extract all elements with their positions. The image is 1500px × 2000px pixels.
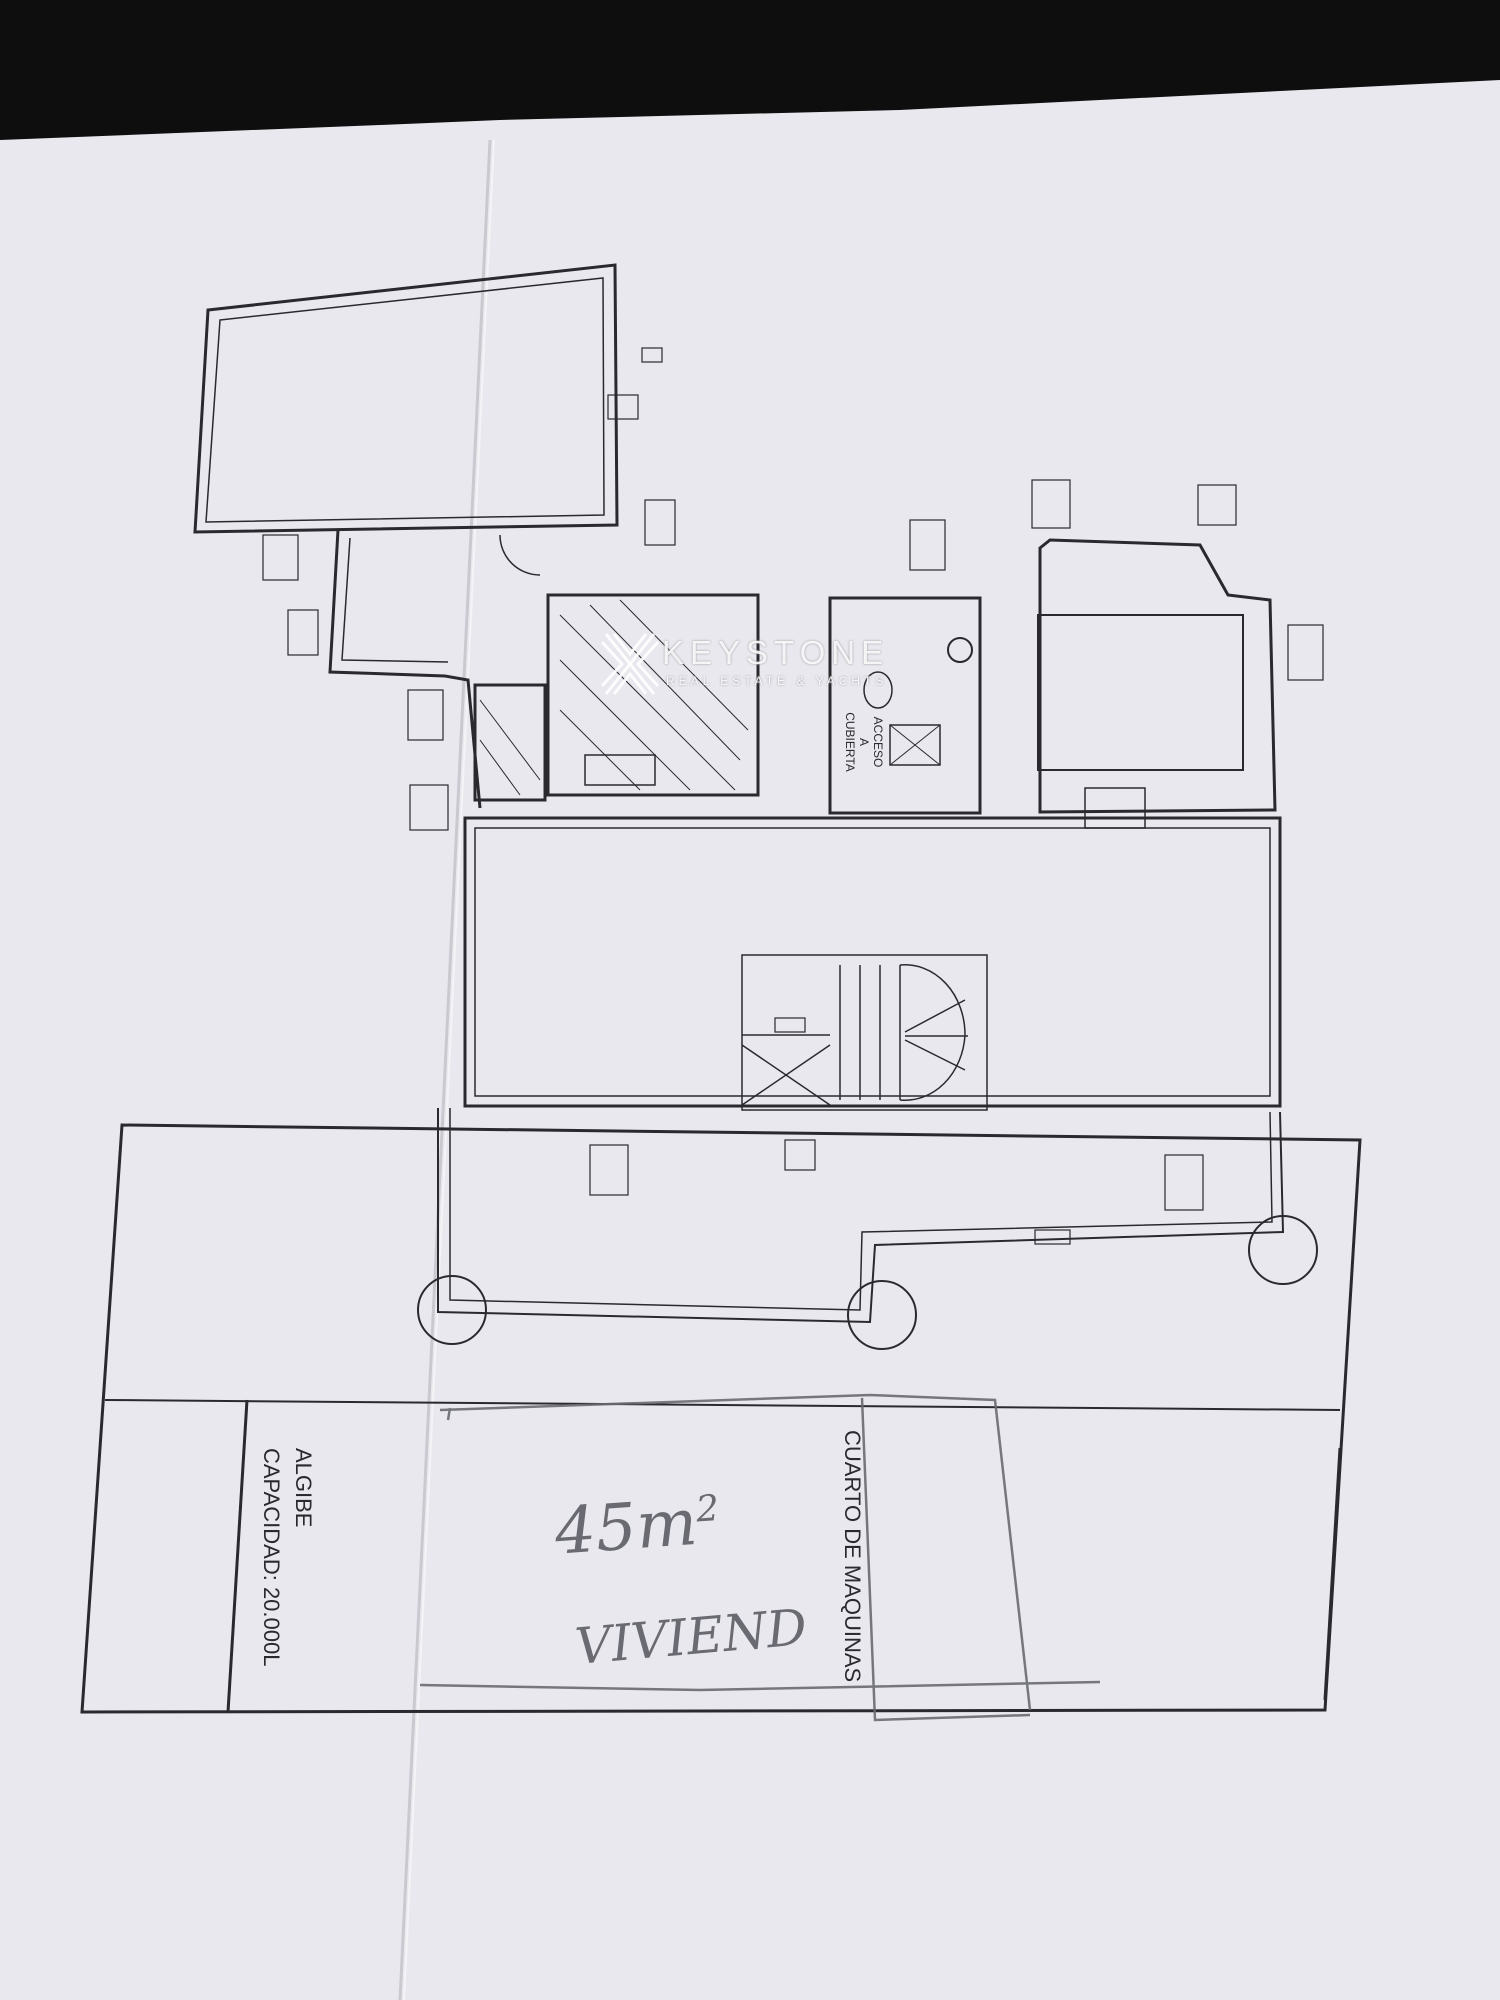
staircase xyxy=(741,954,988,1111)
paper-sheet xyxy=(0,80,1500,2000)
terrace xyxy=(80,1123,1362,1714)
column-1 xyxy=(417,1275,487,1345)
paper-fold xyxy=(398,139,492,2000)
label-capacidad: CAPACIDAD: 20.000L xyxy=(259,1448,284,1667)
keystone-watermark: KEYSTONE REAL ESTATE & YACHTS xyxy=(600,628,1020,718)
column-2 xyxy=(847,1280,917,1350)
upper-left-room xyxy=(193,263,619,534)
kitchen xyxy=(546,593,760,797)
keystone-logo-icon xyxy=(600,633,660,695)
door-arc xyxy=(499,534,541,576)
handwritten-area-value: 45m xyxy=(552,1485,700,1570)
watermark-brand: KEYSTONE xyxy=(662,634,890,671)
label-acceso-cubierta: ACCESO A CUBIERTA xyxy=(843,712,885,772)
watermark-tagline: REAL ESTATE & YACHTS xyxy=(666,674,888,688)
plan-linework xyxy=(80,263,1362,1714)
pencil-marks xyxy=(419,1393,1101,1722)
main-room xyxy=(463,816,1282,1108)
annotation-tags xyxy=(262,347,1324,1245)
bathroom xyxy=(828,596,982,815)
right-room xyxy=(1038,538,1277,814)
column-3 xyxy=(1248,1215,1318,1285)
handwritten-area-superscript: 2 xyxy=(694,1487,721,1531)
handwritten-area: 45m2 xyxy=(552,1484,723,1570)
pantry xyxy=(473,683,547,802)
label-algibe: ALGIBE xyxy=(291,1448,316,1528)
left-small-room xyxy=(328,529,482,809)
label-cuarto-maquinas: CUARTO DE MAQUINAS xyxy=(840,1430,865,1683)
